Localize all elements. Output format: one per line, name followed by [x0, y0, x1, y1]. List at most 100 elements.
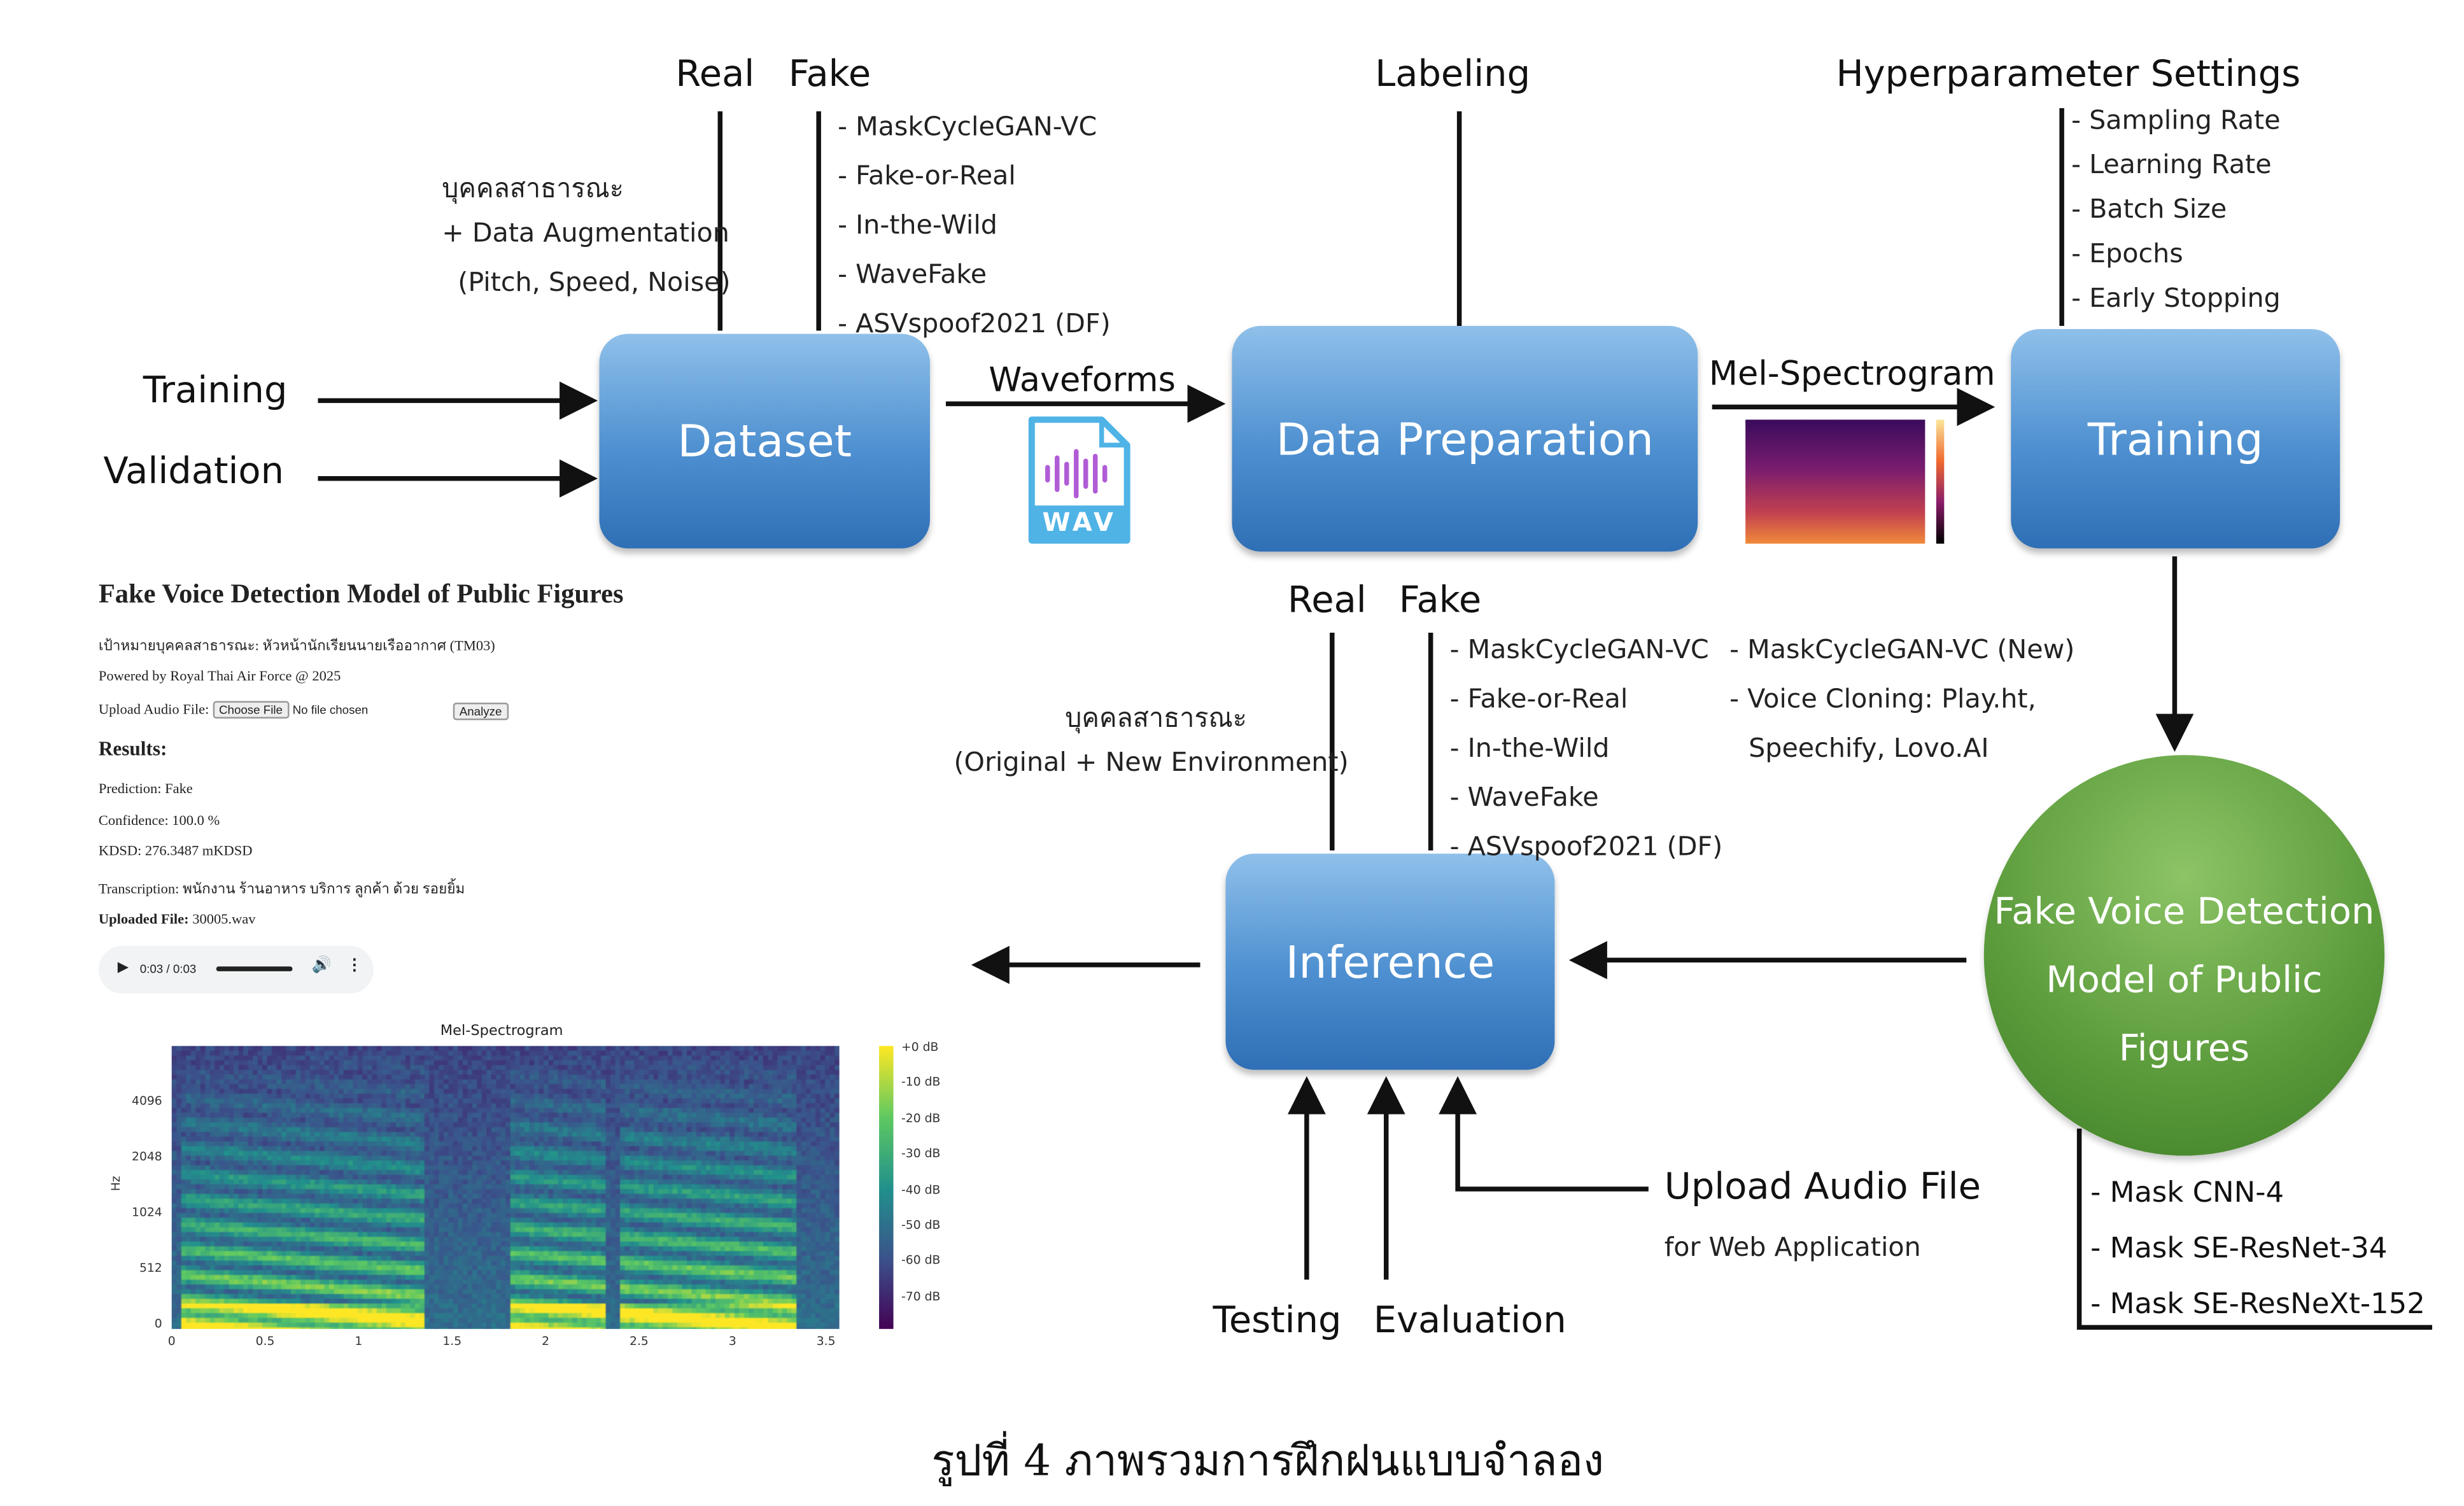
- x-tick-label: 1.5: [442, 1334, 462, 1348]
- model-line: Fake Voice Detection: [1994, 892, 2375, 933]
- spectrogram-plot: [171, 1046, 840, 1329]
- analyze-button[interactable]: Analyze: [453, 702, 509, 721]
- target-text: เป้าหมายบุคคลสาธารณะ: หัวหน้านักเรียนนาย…: [98, 637, 495, 654]
- model-item: - Mask SE-ResNet-34: [2090, 1232, 2388, 1265]
- test-real-label: Real: [1287, 580, 1367, 622]
- x-tick-label: 0.5: [255, 1334, 275, 1348]
- colorbar-tick-label: -20 dB: [901, 1111, 941, 1125]
- hyperparameter-item: - Batch Size: [2071, 194, 2227, 225]
- player-time: 0:03 / 0:03: [139, 961, 197, 976]
- upload-label: Upload Audio File:: [98, 701, 209, 717]
- model-line: Figures: [2118, 1028, 2250, 1070]
- test-fake-source: - Fake-or-Real: [1449, 683, 1628, 714]
- fake-label: Fake: [788, 53, 871, 95]
- fake-source: - Fake-or-Real: [838, 160, 1016, 191]
- hyperparameter-item: - Epochs: [2071, 238, 2183, 269]
- upload-audio-sub: for Web Application: [1664, 1232, 1921, 1262]
- labeling-label: Labeling: [1375, 53, 1531, 95]
- wav-icon-text: WAV: [1042, 507, 1116, 538]
- inference-node: Inference: [1225, 854, 1555, 1070]
- colorbar-tick-label: -40 dB: [901, 1182, 941, 1197]
- model-item: - Mask SE-ResNeXt-152: [2090, 1287, 2425, 1321]
- test-fake-source: - In-the-Wild: [1449, 733, 1610, 763]
- hyperparameter-item: - Early Stopping: [2071, 283, 2281, 313]
- waveforms-label: Waveforms: [989, 360, 1176, 399]
- mel-spectrogram-thumbnail: [1745, 419, 1925, 544]
- colorbar-tick-label: -60 dB: [901, 1253, 941, 1268]
- hyperparameter-list: - Sampling Rate - Learning Rate - Batch …: [2071, 99, 2281, 321]
- spectrogram-title: Mel-Spectrogram: [440, 1024, 563, 1040]
- mel-spectrogram-label: Mel-Spectrogram: [1708, 354, 1996, 393]
- test-extra-source-list: - MaskCycleGAN-VC (New) - Voice Cloning:…: [1729, 624, 2074, 772]
- confidence-text: Confidence: 100.0 %: [98, 812, 220, 829]
- colorbar-tick-label: -70 dB: [901, 1288, 941, 1304]
- x-tick-label: 2.5: [630, 1334, 649, 1348]
- y-tick-label: 4096: [132, 1094, 162, 1108]
- model-node: Fake Voice Detection Model of Public Fig…: [1983, 755, 2385, 1156]
- wav-file-icon: WAV: [1025, 413, 1134, 547]
- x-tick-label: 3: [728, 1334, 736, 1348]
- evaluation-label: Evaluation: [1373, 1300, 1566, 1342]
- model-line: Model of Public: [2046, 960, 2323, 1002]
- public-figure-label: บุคคลสาธารณะ: [442, 173, 624, 204]
- fake-source: - ASVspoof2021 (DF): [838, 308, 1111, 339]
- extra-source: - Voice Cloning: Play.ht,: [1729, 683, 2036, 714]
- spectrogram-colorbar: [879, 1046, 894, 1329]
- colorbar-tick-label: -30 dB: [901, 1146, 941, 1161]
- test-fake-source: - WaveFake: [1449, 782, 1599, 813]
- y-tick-label: 1024: [132, 1205, 162, 1220]
- training-input-label: Training: [143, 370, 288, 412]
- augmentation-label: + Data Augmentation: [442, 218, 729, 248]
- model-item: - Mask CNN-4: [2090, 1176, 2284, 1210]
- results-heading: Results:: [98, 737, 167, 760]
- audio-player[interactable]: ▶ 0:03 / 0:03 🔊 ⋮: [98, 945, 374, 994]
- y-axis-label: Hz: [108, 1176, 123, 1192]
- fake-source: - MaskCycleGAN-VC: [838, 111, 1097, 142]
- training-node: Training: [2011, 328, 2341, 549]
- test-fake-source: - MaskCycleGAN-VC: [1449, 634, 1709, 665]
- hyperparameter-title: Hyperparameter Settings: [1836, 53, 2301, 95]
- validation-input-label: Validation: [103, 451, 284, 493]
- data-preparation-node: Data Preparation: [1232, 325, 1698, 552]
- uploaded-file-label: Uploaded File:: [98, 911, 189, 927]
- real-label: Real: [675, 53, 755, 95]
- thumbnail-colorbar: [1936, 419, 1945, 544]
- fake-source: - WaveFake: [838, 259, 987, 290]
- uploaded-file-row: Uploaded File: 30005.wav: [99, 911, 256, 927]
- choose-file-button[interactable]: Choose File: [213, 701, 289, 719]
- extra-source: - MaskCycleGAN-VC (New): [1729, 634, 2075, 665]
- no-file-text: No file chosen: [292, 702, 369, 717]
- colorbar-tick-label: -10 dB: [901, 1075, 941, 1090]
- y-tick-label: 0: [154, 1316, 162, 1331]
- kdsd-text: KDSD: 276.3487 mKDSD: [98, 842, 253, 859]
- transcription-text: Transcription: พนักงาน ร้านอาหาร บริการ …: [98, 880, 465, 897]
- test-environment: (Original + New Environment): [954, 747, 1349, 778]
- test-fake-label: Fake: [1398, 580, 1482, 622]
- hyperparameter-item: - Sampling Rate: [2071, 104, 2281, 136]
- figure-caption: รูปที่ 4 ภาพรวมการฝึกฝนแบบจำลอง: [931, 1437, 1604, 1487]
- test-fake-source-list: - MaskCycleGAN-VC - Fake-or-Real - In-th…: [1450, 624, 1723, 871]
- colorbar-tick-label: -50 dB: [901, 1218, 941, 1232]
- more-options-icon[interactable]: ⋮: [346, 957, 363, 975]
- volume-icon[interactable]: 🔊: [311, 957, 332, 975]
- fake-source: - In-the-Wild: [838, 209, 997, 241]
- extra-source: Speechify, Lovo.AI: [1749, 733, 1989, 763]
- prediction-text: Prediction: Fake: [98, 780, 193, 797]
- x-tick-label: 3.5: [816, 1334, 836, 1348]
- dataset-node: Dataset: [599, 334, 930, 549]
- player-seekbar[interactable]: [216, 966, 293, 971]
- uploaded-file-value: 30005.wav: [192, 911, 256, 927]
- test-fake-source: - ASVspoof2021 (DF): [1449, 831, 1723, 862]
- web-app-title: Fake Voice Detection Model of Public Fig…: [98, 579, 624, 609]
- test-public-figure: บุคคลสาธารณะ: [1065, 702, 1247, 733]
- fake-source-list: - MaskCycleGAN-VC - Fake-or-Real - In-th…: [838, 102, 1111, 348]
- x-tick-label: 2: [542, 1334, 550, 1348]
- upload-audio-label: Upload Audio File: [1664, 1167, 1981, 1209]
- augmentation-detail: (Pitch, Speed, Noise): [458, 267, 731, 298]
- testing-label: Testing: [1213, 1300, 1342, 1342]
- y-tick-label: 512: [139, 1260, 162, 1275]
- play-icon[interactable]: ▶: [117, 958, 129, 975]
- hyperparameter-item: - Learning Rate: [2071, 149, 2272, 180]
